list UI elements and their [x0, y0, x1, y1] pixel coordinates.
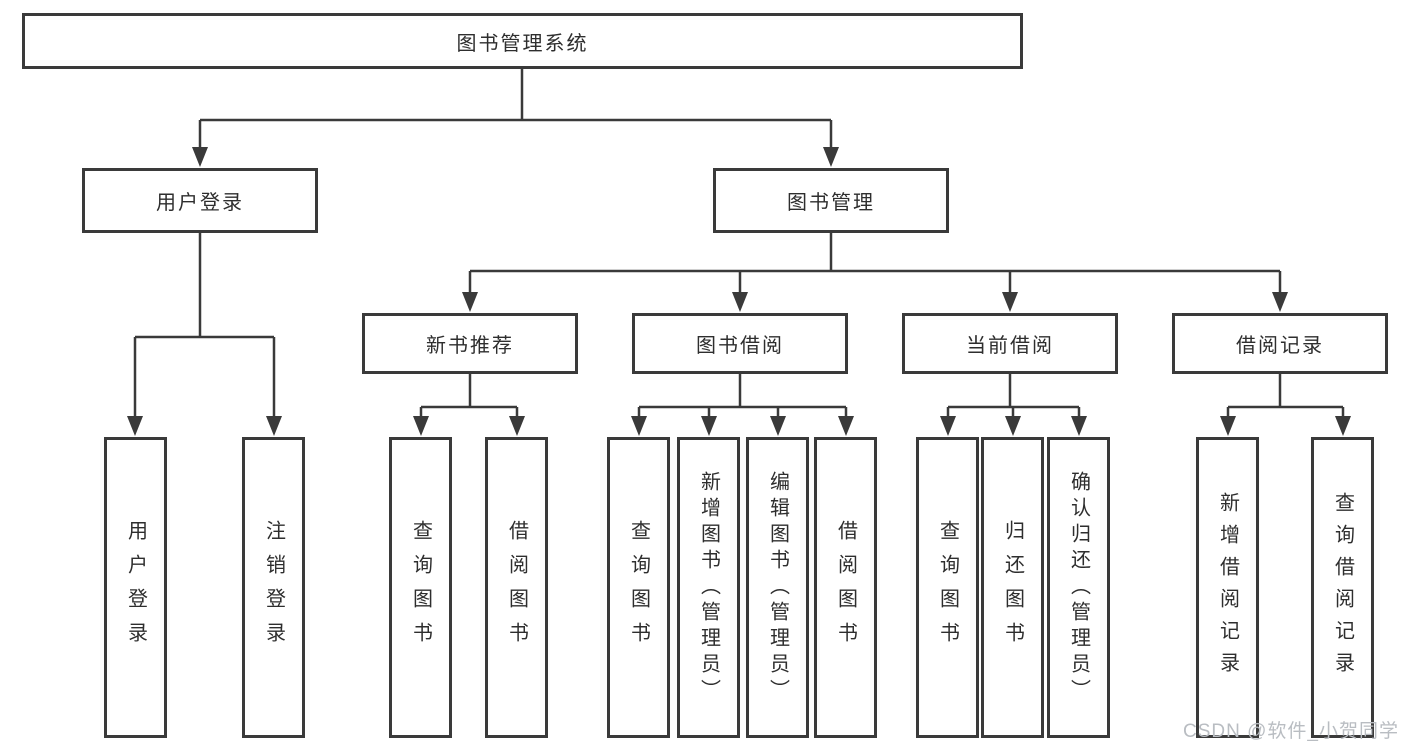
leaf-records-add-record-label: 新增借阅记录 [1216, 491, 1239, 684]
leaf-borrow-edit-books-admin: 编辑图书（管理员） [746, 437, 809, 738]
node-root: 图书管理系统 [22, 13, 1023, 69]
leaf-current-confirm-return-admin: 确认归还（管理员） [1047, 437, 1110, 738]
leaf-logout-label: 注销登录 [262, 519, 285, 656]
node-user-login-module: 用户登录 [82, 168, 318, 233]
leaf-borrow-query-books-label: 查询图书 [627, 519, 650, 656]
node-new-book-recommend-label: 新书推荐 [426, 335, 514, 357]
leaf-logout: 注销登录 [242, 437, 305, 738]
leaf-current-return-books: 归还图书 [981, 437, 1044, 738]
node-root-label: 图书管理系统 [456, 32, 589, 55]
node-borrow-records: 借阅记录 [1172, 313, 1388, 374]
leaf-newbook-query-books: 查询图书 [389, 437, 452, 738]
node-new-book-recommend: 新书推荐 [362, 313, 578, 374]
leaf-current-confirm-return-admin-label: 确认归还（管理员） [1067, 470, 1090, 705]
leaf-records-add-record: 新增借阅记录 [1196, 437, 1259, 738]
leaf-borrow-borrow-books: 借阅图书 [814, 437, 877, 738]
csdn-watermark: CSDN @软件_小贺同学 [1183, 721, 1399, 742]
node-user-login-module-label: 用户登录 [156, 192, 244, 214]
node-borrow-records-label: 借阅记录 [1236, 335, 1324, 357]
node-book-management: 图书管理 [713, 168, 949, 233]
leaf-borrow-edit-books-admin-label: 编辑图书（管理员） [766, 470, 789, 705]
leaf-newbook-query-books-label: 查询图书 [409, 519, 432, 656]
leaf-current-query-books-label: 查询图书 [936, 519, 959, 656]
node-book-borrow: 图书借阅 [632, 313, 848, 374]
leaf-current-query-books: 查询图书 [916, 437, 979, 738]
leaf-borrow-add-books-admin-label: 新增图书（管理员） [697, 470, 720, 705]
leaf-user-login-label: 用户登录 [124, 519, 147, 656]
leaf-current-return-books-label: 归还图书 [1001, 519, 1024, 656]
leaf-borrow-add-books-admin: 新增图书（管理员） [677, 437, 740, 738]
leaf-borrow-query-books: 查询图书 [607, 437, 670, 738]
node-book-borrow-label: 图书借阅 [696, 335, 784, 357]
leaf-newbook-borrow-books: 借阅图书 [485, 437, 548, 738]
node-current-borrow: 当前借阅 [902, 313, 1118, 374]
leaf-newbook-borrow-books-label: 借阅图书 [505, 519, 528, 656]
node-book-management-label: 图书管理 [787, 192, 875, 214]
leaf-records-query-record: 查询借阅记录 [1311, 437, 1374, 738]
leaf-borrow-borrow-books-label: 借阅图书 [834, 519, 857, 656]
leaf-records-query-record-label: 查询借阅记录 [1331, 491, 1354, 684]
node-current-borrow-label: 当前借阅 [966, 335, 1054, 357]
leaf-user-login: 用户登录 [104, 437, 167, 738]
